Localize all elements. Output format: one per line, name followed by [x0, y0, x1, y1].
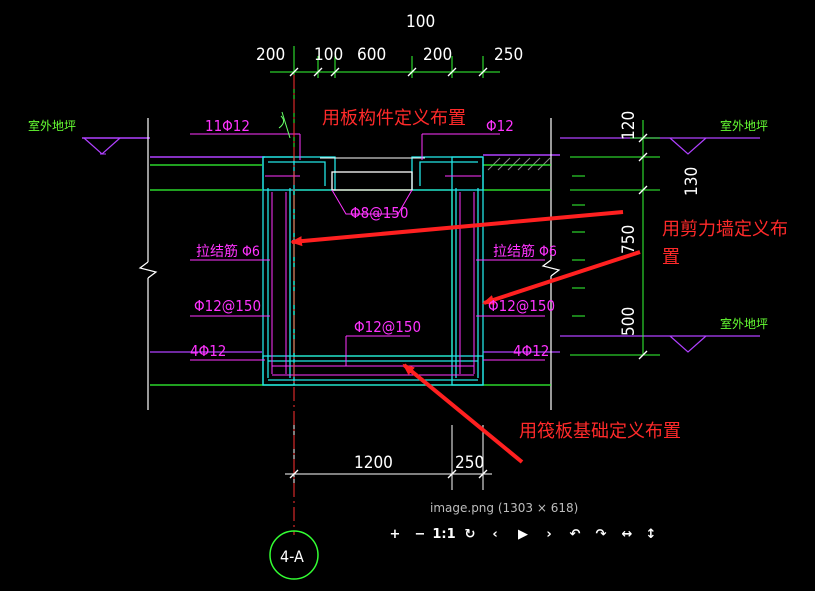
ground-label-right-top: 室外地坪: [720, 118, 768, 133]
flip-vertical-icon[interactable]: ↕: [646, 527, 657, 542]
play-icon[interactable]: ▶: [518, 527, 528, 542]
boundary-lines: [138, 118, 561, 410]
ground-label-right-bottom: 室外地坪: [720, 316, 768, 331]
dim-right-bot: 500: [619, 307, 639, 336]
dim-top-a: 100: [314, 45, 343, 65]
rebar-slab-opening: Φ8@150: [350, 204, 408, 222]
top-dimension-ticks: [289, 67, 488, 77]
rotate-left-icon[interactable]: ↶: [570, 527, 581, 542]
right-dimension-ticks: [638, 133, 648, 360]
dim-bottom-main: 1200: [354, 453, 393, 473]
rebar-left-corner: 4Φ12: [190, 342, 226, 360]
flip-horizontal-icon[interactable]: ↔: [622, 527, 633, 542]
rebar-top-right: Φ12: [486, 117, 514, 135]
viewer-caption: image.png (1303 × 618): [430, 501, 578, 515]
zoom-in-icon[interactable]: +: [390, 527, 401, 542]
annotation-raft: 用筏板基础定义布置: [519, 421, 681, 442]
actual-size-button[interactable]: 1:1: [432, 527, 455, 542]
annotation-slab: 用板构件定义布置: [322, 108, 466, 129]
dim-right-mid2: 750: [619, 225, 639, 254]
dim-right-mid1: 130: [682, 167, 702, 196]
rotate-right-icon[interactable]: ↷: [596, 527, 607, 542]
dim-top-d: 250: [494, 45, 523, 65]
rebar-left-tie: 拉结筋 Φ6: [196, 243, 260, 260]
bottom-dimension-chain: [285, 425, 492, 490]
rebar-base: Φ12@150: [354, 318, 421, 336]
annotation-arrows: [290, 210, 641, 464]
viewer-toolbar: +−1:1 ↻ ‹ ▶ › ↶ ↷ ↔ ↕: [390, 527, 657, 542]
wall-outlines: [262, 156, 484, 386]
next-icon[interactable]: ›: [546, 527, 551, 542]
annotation-pointer: [278, 111, 291, 139]
rebar-right-corner: 4Φ12: [513, 342, 549, 360]
bottom-dimension-ticks: [289, 469, 488, 479]
dim-right-top: 120: [619, 111, 639, 140]
reset-icon[interactable]: ↻: [465, 527, 476, 542]
rebar-left-wall: Φ12@150: [194, 297, 261, 315]
rebar-right-tie: 拉结筋 Φ6: [493, 243, 557, 260]
zoom-out-icon[interactable]: −: [415, 527, 426, 542]
right-dimension-chain: [570, 120, 660, 356]
dim-bottom-side: 250: [455, 453, 484, 473]
annotation-shear-wall-line2: 置: [662, 247, 680, 268]
cover-slab: [320, 157, 425, 215]
dim-top-c: 200: [423, 45, 452, 65]
ground-label-left: 室外地坪: [28, 118, 76, 133]
previous-icon[interactable]: ‹: [492, 527, 497, 542]
rebar-top-left: 11Φ12: [205, 117, 250, 135]
rebar-lines: [190, 133, 545, 376]
dim-top-b: 600: [357, 45, 386, 65]
section-marker-label: 4-A: [280, 547, 304, 566]
dim-top-overall: 100: [406, 12, 435, 32]
section-marker-circle: [269, 530, 319, 580]
dim-top-left: 200: [256, 45, 285, 65]
right-side-ticks: [572, 175, 585, 317]
rebar-right-wall: Φ12@150: [488, 297, 555, 315]
annotation-shear-wall-line1: 用剪力墙定义布: [662, 219, 788, 240]
